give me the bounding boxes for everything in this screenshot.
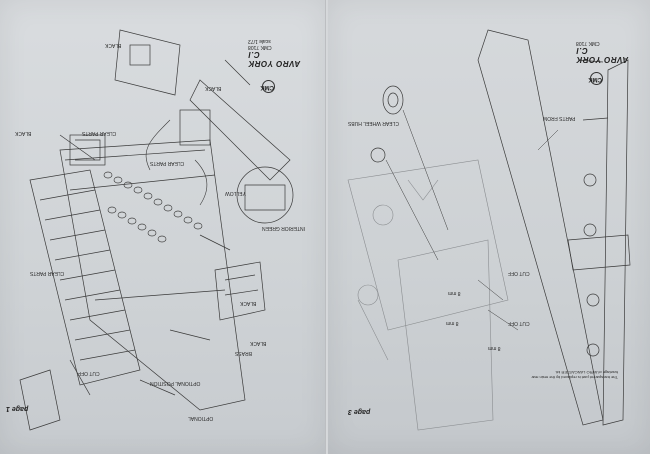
callout-brass: BRASS <box>235 350 252 356</box>
callout-cut-off: CUT OFF <box>508 320 530 326</box>
seat-part <box>214 261 266 321</box>
callout-black: BLACK <box>15 130 32 136</box>
callout-dimension: 8 mm <box>448 290 461 296</box>
assembly-drawing-right <box>347 29 631 431</box>
cockpit-part <box>69 134 106 166</box>
page-fold <box>325 0 329 454</box>
callout-parts-from: PARTS FROM <box>543 115 576 121</box>
ghost-wing-view <box>347 159 509 431</box>
cmk-logo: CMK <box>260 80 275 93</box>
callout-clear-parts: CLEAR PARTS <box>150 160 185 166</box>
callout-dimension: 8 mm <box>488 345 501 351</box>
callout-cut-off: CUT OFF <box>508 270 530 276</box>
bulkhead-part <box>189 79 291 181</box>
callout-black: BLACK <box>240 300 257 306</box>
kit-scale: scale 1/72 <box>248 38 271 44</box>
wheel-part <box>382 85 404 115</box>
cabin-floor <box>29 169 141 386</box>
cockpit-floor-part <box>114 29 181 96</box>
kit-title: AVRO YORK C.I <box>248 50 301 68</box>
callout-black: BLACK <box>205 85 222 91</box>
fuselage-outline <box>59 139 246 411</box>
kit-title: AVRO YORK C.I <box>576 46 629 64</box>
wheel-hub-part <box>370 147 386 163</box>
aircraft-fuselage <box>477 29 604 426</box>
callout-clear-parts: CLEAR PARTS <box>82 130 117 136</box>
callout-black: BLACK <box>250 340 267 346</box>
assembly-drawing-left <box>19 29 294 431</box>
engine-nacelle <box>583 173 597 187</box>
kit-code: CMK 7108 <box>576 40 600 46</box>
callout-optional: OPTIONAL <box>188 415 214 421</box>
instruction-sheet-left: AVRO YORK C.I CMK 7108 scale 1/72 CMK pa… <box>0 0 326 454</box>
callout-dimension: 8 mm <box>446 320 459 326</box>
page-number: page 3 <box>348 408 371 415</box>
kit-code: CMK 7108 <box>248 44 272 50</box>
callout-black: BLACK <box>105 42 122 48</box>
assembly-note: The transparent part is replaced by the … <box>531 370 618 380</box>
page-number: page 1 <box>6 405 29 412</box>
callout-optional: OPTIONAL POSITION <box>150 380 201 386</box>
title-block-right: AVRO YORK C.I CMK 7108 <box>576 40 636 64</box>
detail-circle <box>236 166 294 224</box>
instruction-sheet-right: AVRO YORK C.I CMK 7108 CMK page 3 CUT OF… <box>328 0 650 454</box>
cmk-logo: CMK <box>588 72 603 85</box>
tail-part <box>19 369 61 431</box>
callout-interior-green: INTERIOR GREEN <box>262 225 306 231</box>
callout-clear-parts: CLEAR PARTS <box>30 270 65 276</box>
fuselage-window-row <box>103 171 203 243</box>
callout-wheel-hubs: CLEAR WHEEL HUBS <box>348 120 399 126</box>
callout-yellow: YELLOW <box>225 190 246 196</box>
callout-cut-off: CUT OFF <box>78 370 100 376</box>
tail-section <box>567 234 631 271</box>
aircraft-wing <box>602 59 629 426</box>
title-block-left: AVRO YORK C.I CMK 7108 scale 1/72 <box>248 38 308 68</box>
